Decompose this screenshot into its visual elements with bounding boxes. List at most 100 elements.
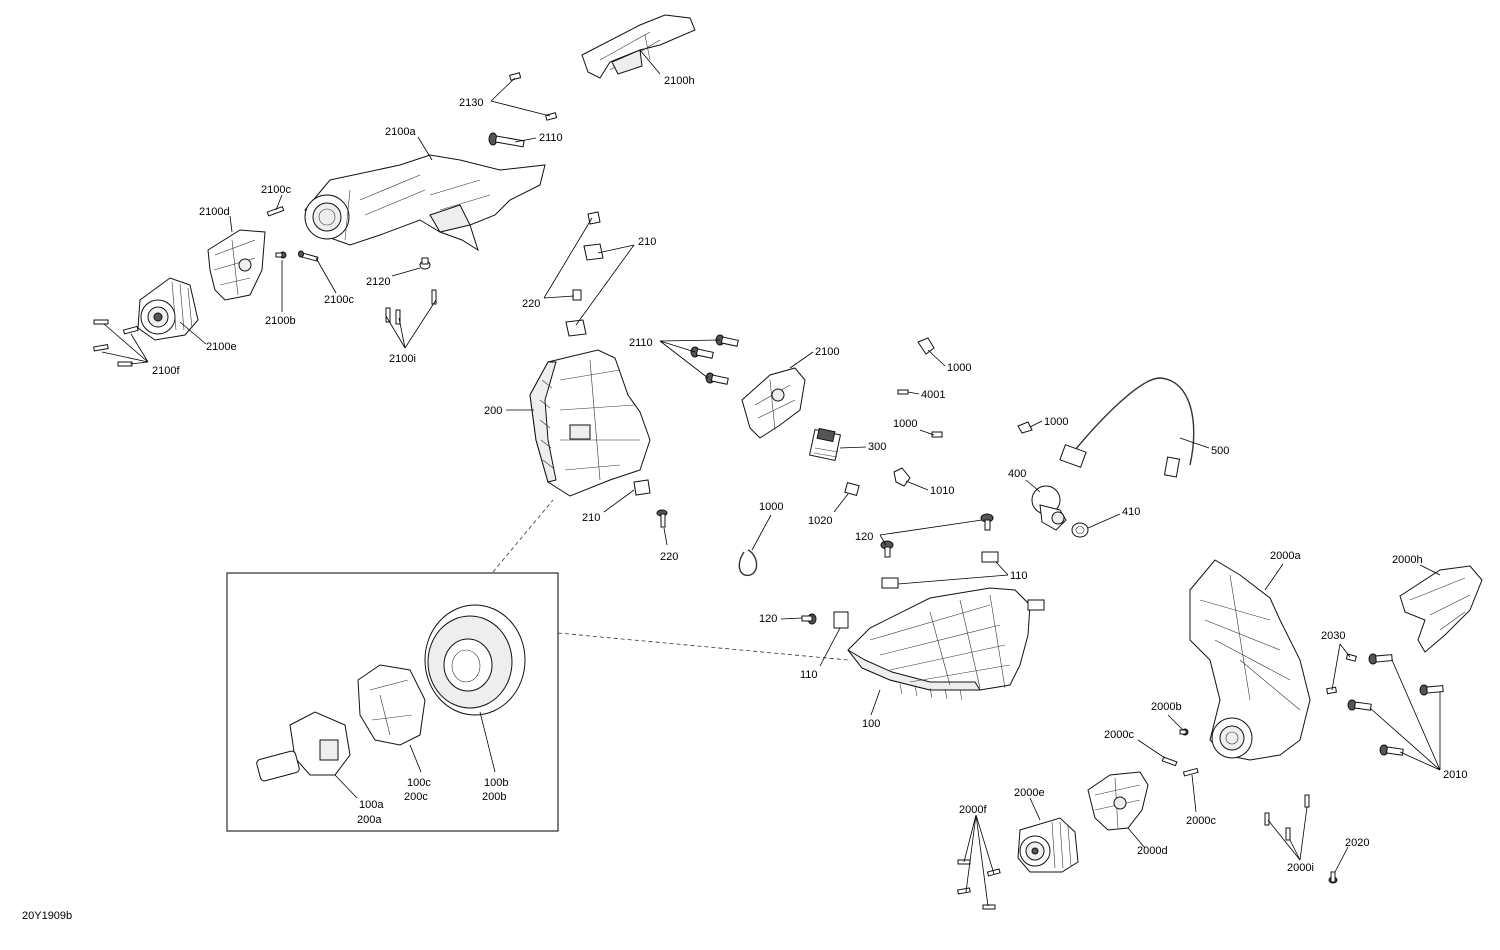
part-2130-pins [509, 72, 558, 121]
label-2000h: 2000h [1392, 554, 1423, 566]
part-2110-bolts-middle [690, 334, 739, 385]
label-200a: 200a [357, 814, 382, 826]
part-4001-screw [897, 389, 909, 395]
part-100a-bulb [256, 711, 351, 782]
label-300: 300 [868, 441, 886, 453]
part-2000i-screws [1264, 794, 1310, 841]
part-2100-bracket [741, 367, 806, 439]
inset-connector-left [492, 499, 554, 573]
label-2000b: 2000b [1151, 701, 1182, 713]
part-2000a-housing [1189, 559, 1311, 761]
part-210-clip-lower [633, 479, 651, 496]
part-2100i-screws [385, 289, 437, 325]
label-2100: 2100 [815, 346, 839, 358]
label-2000e: 2000e [1014, 787, 1045, 799]
label-1020: 1020 [808, 515, 832, 527]
part-400-bulb [1031, 485, 1067, 531]
label-2130: 2130 [459, 97, 483, 109]
label-120-lower: 120 [759, 613, 777, 625]
label-200: 200 [484, 405, 502, 417]
label-2120: 2120 [366, 276, 390, 288]
part-2030-pins [1326, 653, 1357, 695]
part-2000e-lamp-module [1017, 817, 1079, 873]
label-2000i: 2000i [1287, 862, 1314, 874]
part-110-clip-left [833, 611, 849, 629]
part-300-ballast [808, 427, 842, 462]
label-410: 410 [1122, 506, 1140, 518]
part-220-screw-lower [656, 509, 668, 528]
label-2100e: 2100e [206, 341, 237, 353]
callout-labels: 2100h 2130 2110 2100a 2100c 2100d 2100c … [152, 75, 1467, 874]
part-1020-grommet [844, 482, 860, 496]
label-500: 500 [1211, 445, 1229, 457]
part-2100e-lamp-module [137, 277, 199, 341]
part-120-screw-mid [880, 540, 894, 558]
label-1010: 1010 [930, 485, 954, 497]
part-2020-screw [1328, 871, 1338, 884]
part-110-clip-right [981, 551, 999, 563]
label-210-lower: 210 [582, 512, 600, 524]
part-2100b-bolt [275, 251, 287, 259]
label-1000-mid: 1000 [893, 418, 917, 430]
label-2100c-upper: 2100c [261, 184, 291, 196]
part-1000-clip-upper [917, 337, 935, 355]
label-4001: 4001 [921, 389, 945, 401]
label-2000c-lower: 2000c [1186, 815, 1216, 827]
label-2100f: 2100f [152, 365, 180, 377]
label-2110-upper: 2110 [539, 132, 563, 144]
part-500-wire-harness [1059, 377, 1195, 478]
label-2100a: 2100a [385, 126, 416, 138]
part-2000f-screws [957, 859, 1001, 910]
part-410-ring [1071, 522, 1089, 538]
part-2000d-bracket [1087, 771, 1149, 831]
label-2030: 2030 [1321, 630, 1345, 642]
label-2010: 2010 [1443, 769, 1467, 781]
part-120-screw-lower [801, 613, 817, 625]
part-2110-bolt-upper [488, 132, 525, 148]
label-120-upper: 120 [855, 531, 873, 543]
part-2010-bolts [1347, 653, 1444, 756]
part-2120-fastener [419, 257, 431, 270]
label-2100b: 2100b [265, 315, 296, 327]
part-120-screw-upper [980, 513, 994, 531]
part-1000-clip-right [1017, 421, 1033, 434]
part-2100d-bracket [207, 229, 266, 301]
detail-inset-frame [226, 572, 559, 832]
leader-lines [101, 49, 1441, 907]
label-200c: 200c [404, 791, 428, 803]
label-110-left: 110 [800, 669, 818, 681]
part-2100a-housing [304, 154, 546, 252]
label-2000d: 2000d [1137, 845, 1168, 857]
label-2100h: 2100h [664, 75, 695, 87]
label-2000c-upper: 2000c [1104, 729, 1134, 741]
reference-code: 20Y1909b [22, 910, 72, 922]
label-2000f: 2000f [959, 804, 987, 816]
label-210-upper: 210 [638, 236, 656, 248]
inset-connector-right [557, 632, 849, 661]
label-2000a: 2000a [1270, 550, 1301, 562]
part-2100h-cover [581, 14, 696, 79]
detail-inset [226, 572, 559, 832]
label-220-lower: 220 [660, 551, 678, 563]
part-100-right-headlamp [847, 587, 1045, 701]
part-210-clips-upper [565, 211, 604, 337]
part-100c-retainer [357, 664, 426, 746]
label-110-right: 110 [1010, 570, 1028, 582]
part-2000h-cover [1399, 565, 1483, 653]
label-2020: 2020 [1345, 837, 1369, 849]
part-2100c-screws [266, 206, 319, 262]
label-100b: 100b [484, 777, 508, 789]
label-220-upper: 220 [522, 298, 540, 310]
label-2100d: 2100d [199, 206, 230, 218]
part-200-left-headlamp [529, 349, 651, 497]
part-100b-reflector [424, 604, 526, 716]
label-2110-middle: 2110 [629, 337, 653, 349]
part-1000-cable-tie [738, 549, 758, 577]
label-200b: 200b [482, 791, 506, 803]
part-1010-clip [893, 467, 911, 487]
part-2000c-screws [1161, 756, 1199, 777]
label-1000-lower: 1000 [759, 501, 783, 513]
label-2100i: 2100i [389, 353, 416, 365]
